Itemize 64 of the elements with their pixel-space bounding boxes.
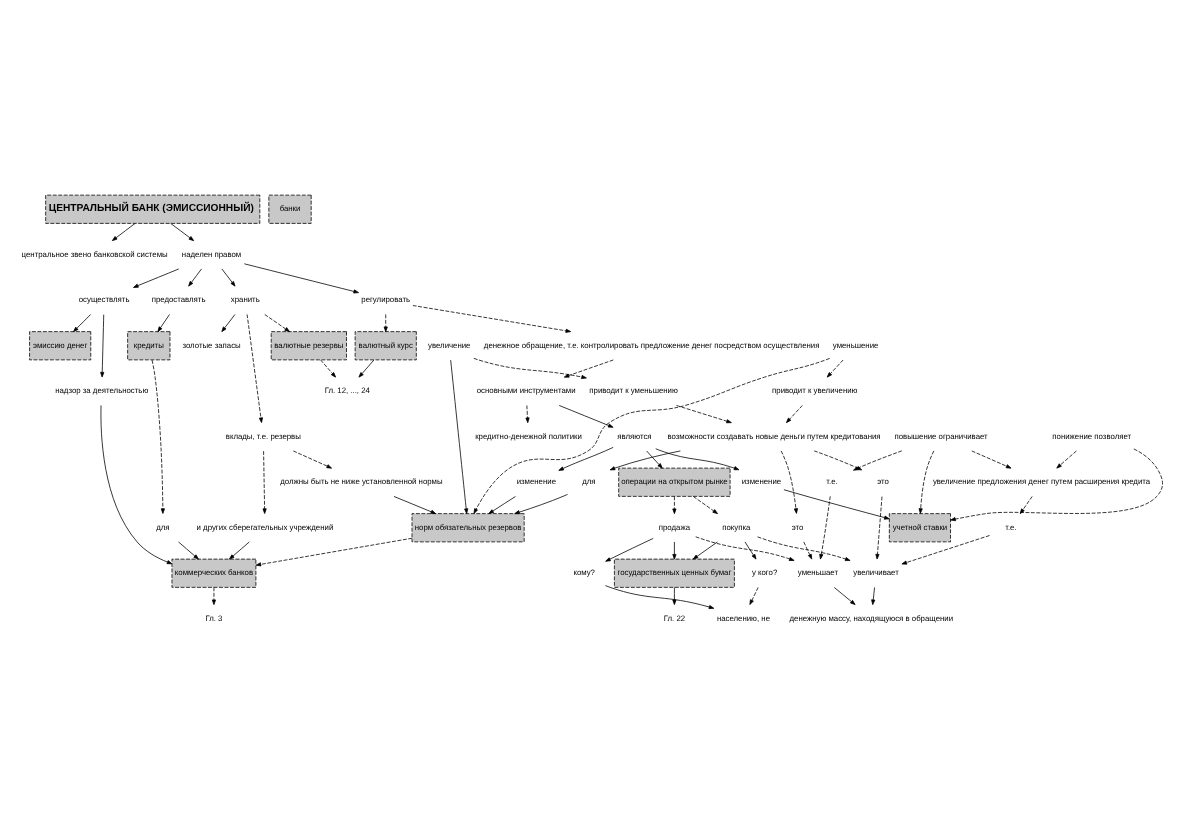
arrow — [672, 540, 677, 559]
arrow — [780, 449, 798, 513]
arrow — [558, 446, 614, 470]
arrow — [744, 540, 757, 559]
arrow — [320, 358, 336, 377]
arrow — [488, 495, 516, 513]
arrow — [255, 536, 413, 566]
arrow — [170, 222, 195, 241]
arrow — [563, 358, 614, 377]
arrow — [609, 449, 681, 470]
arrow — [246, 313, 263, 422]
arrow — [749, 586, 759, 604]
arrow — [672, 495, 677, 513]
arrow — [221, 267, 236, 286]
arrow — [178, 540, 199, 559]
arrow — [393, 495, 437, 513]
arrow — [605, 584, 715, 608]
arrow — [450, 358, 469, 513]
arrow — [803, 540, 813, 559]
arrow — [151, 358, 165, 513]
arrow — [111, 222, 136, 241]
arrow — [412, 304, 572, 332]
arrow — [358, 358, 375, 377]
arrow — [558, 404, 614, 427]
arrow — [262, 449, 267, 513]
arrow — [875, 495, 883, 559]
arrow — [950, 447, 1163, 521]
arrow — [819, 495, 831, 559]
arrow — [918, 449, 935, 513]
arrow — [692, 540, 718, 559]
arrow — [211, 586, 216, 604]
arrow — [695, 535, 795, 560]
arrow — [646, 449, 663, 468]
arrow — [229, 540, 250, 559]
arrow — [605, 537, 654, 561]
arrow — [783, 488, 890, 519]
arrow — [473, 357, 831, 513]
arrow — [133, 267, 180, 287]
arrow — [292, 449, 332, 468]
arrow — [672, 586, 677, 604]
arrow — [264, 313, 290, 331]
arrow — [871, 586, 876, 604]
arrow — [221, 313, 236, 331]
arrow — [525, 404, 530, 422]
arrow — [73, 313, 92, 331]
arrow — [676, 404, 732, 423]
arrow — [473, 356, 587, 378]
arrow — [971, 449, 1012, 468]
arrow — [833, 586, 856, 604]
arrow — [692, 495, 718, 513]
arrow — [157, 313, 170, 331]
arrow — [901, 534, 990, 564]
arrow — [100, 313, 105, 377]
arrow — [757, 535, 851, 560]
arrow — [826, 358, 844, 377]
arrow — [243, 262, 359, 293]
arrow — [188, 267, 202, 286]
arrow — [655, 447, 740, 470]
arrow — [1019, 495, 1033, 513]
arrow — [100, 404, 173, 564]
arrow — [514, 493, 568, 514]
arrow — [383, 313, 388, 331]
arrow — [1056, 449, 1077, 468]
arrow — [786, 404, 803, 422]
